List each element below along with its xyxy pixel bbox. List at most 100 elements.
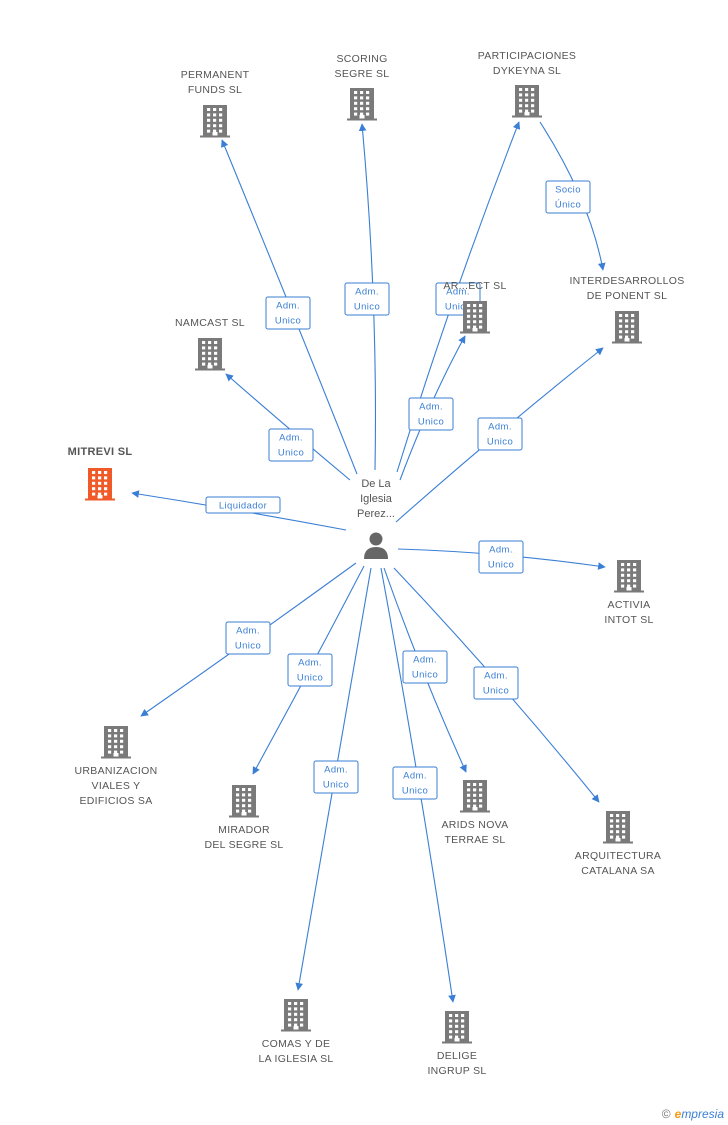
edge-label-box [392,766,438,800]
edge-label-box [225,621,271,655]
company-label: PERMANENT [181,69,250,81]
edge-label-box [478,540,524,574]
company-label: INTERDESARROLLOS [569,275,684,287]
edge-label-person-to-interdesarrollos[interactable]: Adm.Unico [477,417,523,451]
edge-label-person-to-permanent[interactable]: Adm. Unico [265,296,311,330]
edge-label-text: Liquidador [219,501,267,512]
edge-label-text: Adm. [446,287,470,298]
edge-label-text: Unico [483,686,509,697]
company-node-comas[interactable]: COMAS Y DE LA IGLESIA SL [258,999,333,1065]
building-icon [603,811,633,844]
person-label: De La [361,478,391,490]
company-label: DELIGE [437,1050,477,1062]
building-icon [442,1011,472,1044]
company-label: LA IGLESIA SL [258,1053,333,1065]
building-icon [512,85,542,118]
building-icon [229,785,259,818]
edge-label-person-to-scoring[interactable]: Adm.Unico [344,282,390,316]
edge-label-text: Adm. [488,422,512,433]
edge-label-text: Adm. [484,671,508,682]
building-icon [347,88,377,121]
edge-label-box [287,653,333,687]
edge-label-text: Unico [354,302,380,313]
edge-label-text: Adm. [324,765,348,776]
company-node-permanent[interactable]: PERMANENT FUNDS SL [181,69,250,138]
edge-label-box [205,496,281,514]
building-icon [195,338,225,371]
building-icon [460,301,490,334]
edge-label-text: Adm. [236,626,260,637]
company-label: AR...ECT SL [443,280,506,292]
edge-label-text: Unico [278,448,304,459]
building-icon [460,780,490,813]
edge-label-box [265,296,311,330]
person-node[interactable]: De LaIglesiaPerez... [357,478,395,559]
edge-label-box [545,180,591,214]
edge-label-person-to-urbanizacion[interactable]: Adm. Unico [225,621,271,655]
edge-label-text: Adm. [413,655,437,666]
company-label: COMAS Y DE [262,1038,331,1050]
edge-label-text: Adm. [279,433,303,444]
person-label: Perez... [357,508,395,520]
company-node-arqlect[interactable]: AR...ECT SL [443,280,506,334]
company-label: ACTIVIA [608,599,651,611]
edge-label-text: Adm. [298,658,322,669]
company-label: NAMCAST SL [175,317,245,329]
company-label: TERRAE SL [444,834,505,846]
edge-label-person-to-arids[interactable]: Adm. Unico [402,650,448,684]
edge-label-text: Unico [235,641,261,652]
edge-label-text: Unico [402,786,428,797]
edge-label-person-to-arqlect[interactable]: Adm.Unico [408,397,454,431]
building-icon [614,560,644,593]
company-label: ARIDS NOVA [442,819,509,831]
empresia-logo[interactable]: ©empresia [662,1107,724,1121]
building-icon [85,468,115,501]
edge-label-text: Unico [445,302,471,313]
edge-label-box [313,760,359,794]
company-label: MIRADOR [218,824,270,836]
company-label: SEGRE SL [335,68,390,80]
edge-label-person-to-namcast[interactable]: Adm. Unico [268,428,314,462]
edge-label-text: Socio [555,185,581,196]
edge-person-to-namcast [225,373,351,481]
company-node-namcast[interactable]: NAMCAST SL [175,317,245,371]
building-icon [101,726,131,759]
edge-label-person-to-delige[interactable]: Adm.Unico [392,766,438,800]
edge-label-text: Unico [488,560,514,571]
edge-line [225,373,351,481]
company-node-mitrevi[interactable]: MITREVI SL [68,446,133,501]
edge-label-person-to-mirador[interactable]: Adm. Unico [287,653,333,687]
company-label: ARQUITECTURA [575,850,661,862]
company-label: PARTICIPACIONES [478,50,576,62]
building-icon [612,311,642,344]
edge-label-text: Unico [297,673,323,684]
company-label: EDIFICIOS SA [79,795,152,807]
edge-label-person-to-mitrevi[interactable]: Liquidador [205,496,281,514]
brand-name: mpresia [681,1107,724,1121]
edge-label-text: Unico [418,417,444,428]
edge-label-person-to-arquitectura[interactable]: Adm. Unico [473,666,519,700]
company-label: MITREVI SL [68,446,133,458]
building-icon [200,105,230,138]
edge-label-text: Unico [412,670,438,681]
edge-label-person-to-activia[interactable]: Adm. Unico [478,540,524,574]
building-icon [281,999,311,1032]
edge-label-text: Adm. [276,301,300,312]
company-node-arids[interactable]: ARIDS NOVA TERRAE SL [442,780,509,846]
edge-label-text: Unico [275,316,301,327]
edge-label-text: Adm. [489,545,513,556]
company-label: FUNDS SL [188,84,242,96]
edge-label-box [473,666,519,700]
company-label: URBANIZACION [75,765,158,777]
edge-label-person-to-comas[interactable]: Adm.Unico [313,760,359,794]
